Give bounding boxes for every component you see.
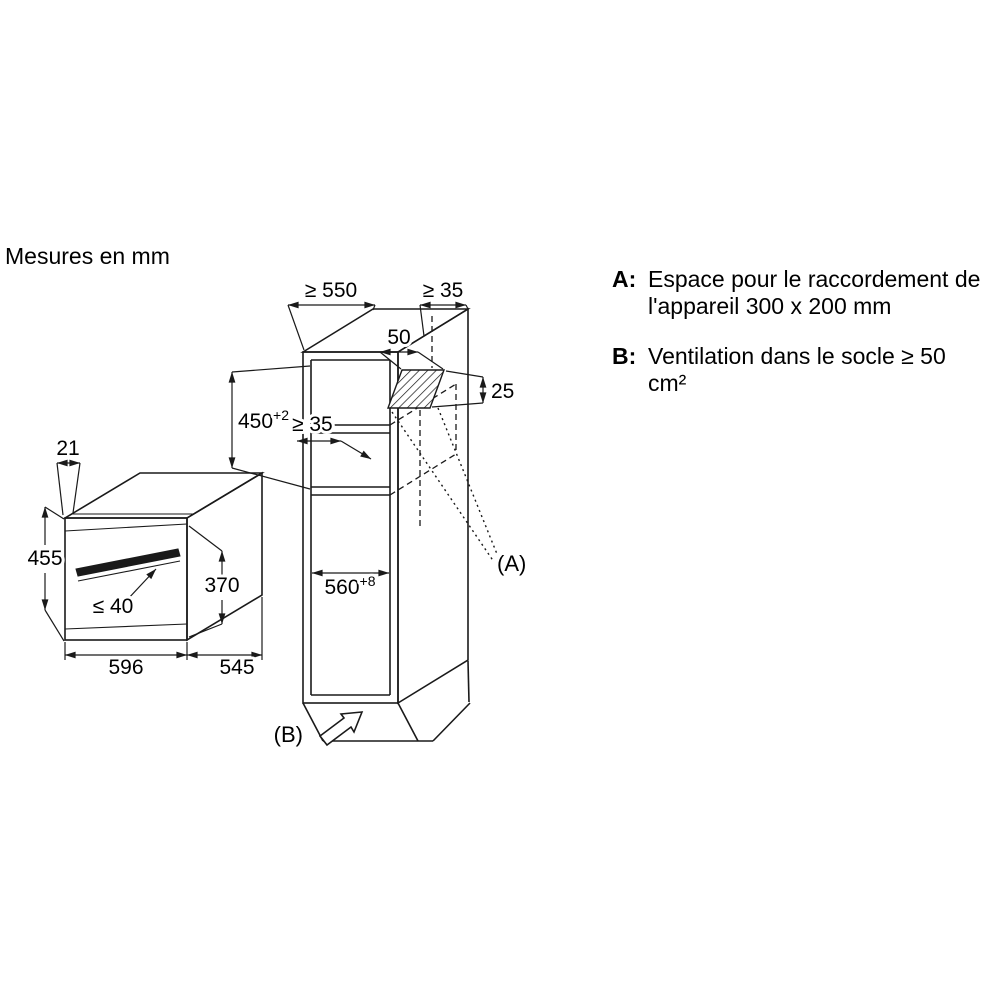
- cabinet-dimensions: ≥ 550 ≥ 35 50 25 450+2 ≥ 35 560+8 (A) (B…: [228, 276, 529, 750]
- ventilation-arrow-icon: [318, 711, 364, 747]
- legend-b-line2: cm²: [648, 370, 687, 396]
- oven-handle: [75, 548, 181, 577]
- cabinet-side-face: [397, 307, 469, 705]
- oven-height-label: 455: [27, 547, 62, 570]
- rear-clearance-label: ≥ 35: [423, 279, 464, 302]
- handle-clearance-label: ≤ 40: [93, 595, 134, 618]
- oven-side-face: [186, 471, 263, 642]
- legend-a-line1: Espace pour le raccordement de: [648, 266, 980, 292]
- callout-b-label: (B): [274, 722, 303, 747]
- cabinet-front: [302, 351, 399, 704]
- legend: A: Espace pour le raccordement de l'appa…: [612, 266, 980, 396]
- niche-height-label: 450+2: [238, 407, 289, 433]
- cabinet-top-face: [300, 308, 471, 353]
- niche-width-label: 560+8: [324, 573, 375, 599]
- cabinet-drawing: [300, 307, 498, 747]
- oven-dimensions: 21 455 370 ≤ 40 596 545: [24, 434, 263, 682]
- oven-drawing: [62, 471, 265, 642]
- legend-b-line1: Ventilation dans le socle ≥ 50: [648, 343, 946, 369]
- legend-a-line2: l'appareil 300 x 200 mm: [648, 293, 891, 319]
- legend-a-key: A:: [612, 266, 636, 292]
- callout-a-label: (A): [497, 551, 526, 576]
- door-overhang-label: 21: [56, 437, 79, 460]
- oven-width-label: 596: [108, 656, 143, 679]
- oven-front-height-label: 370: [204, 574, 239, 597]
- legend-b-key: B:: [612, 343, 636, 369]
- shelf-clearance-label: ≥ 35: [292, 413, 333, 436]
- connection-space-hatch: [386, 369, 446, 409]
- diagram-title: Mesures en mm: [5, 243, 170, 269]
- connection-offset-label: 25: [491, 380, 514, 403]
- oven-top-face: [62, 472, 265, 519]
- oven-front: [64, 517, 188, 641]
- cabinet-depth-label: ≥ 550: [305, 279, 357, 302]
- oven-depth-label: 545: [219, 656, 254, 679]
- connection-width-label: 50: [387, 326, 410, 349]
